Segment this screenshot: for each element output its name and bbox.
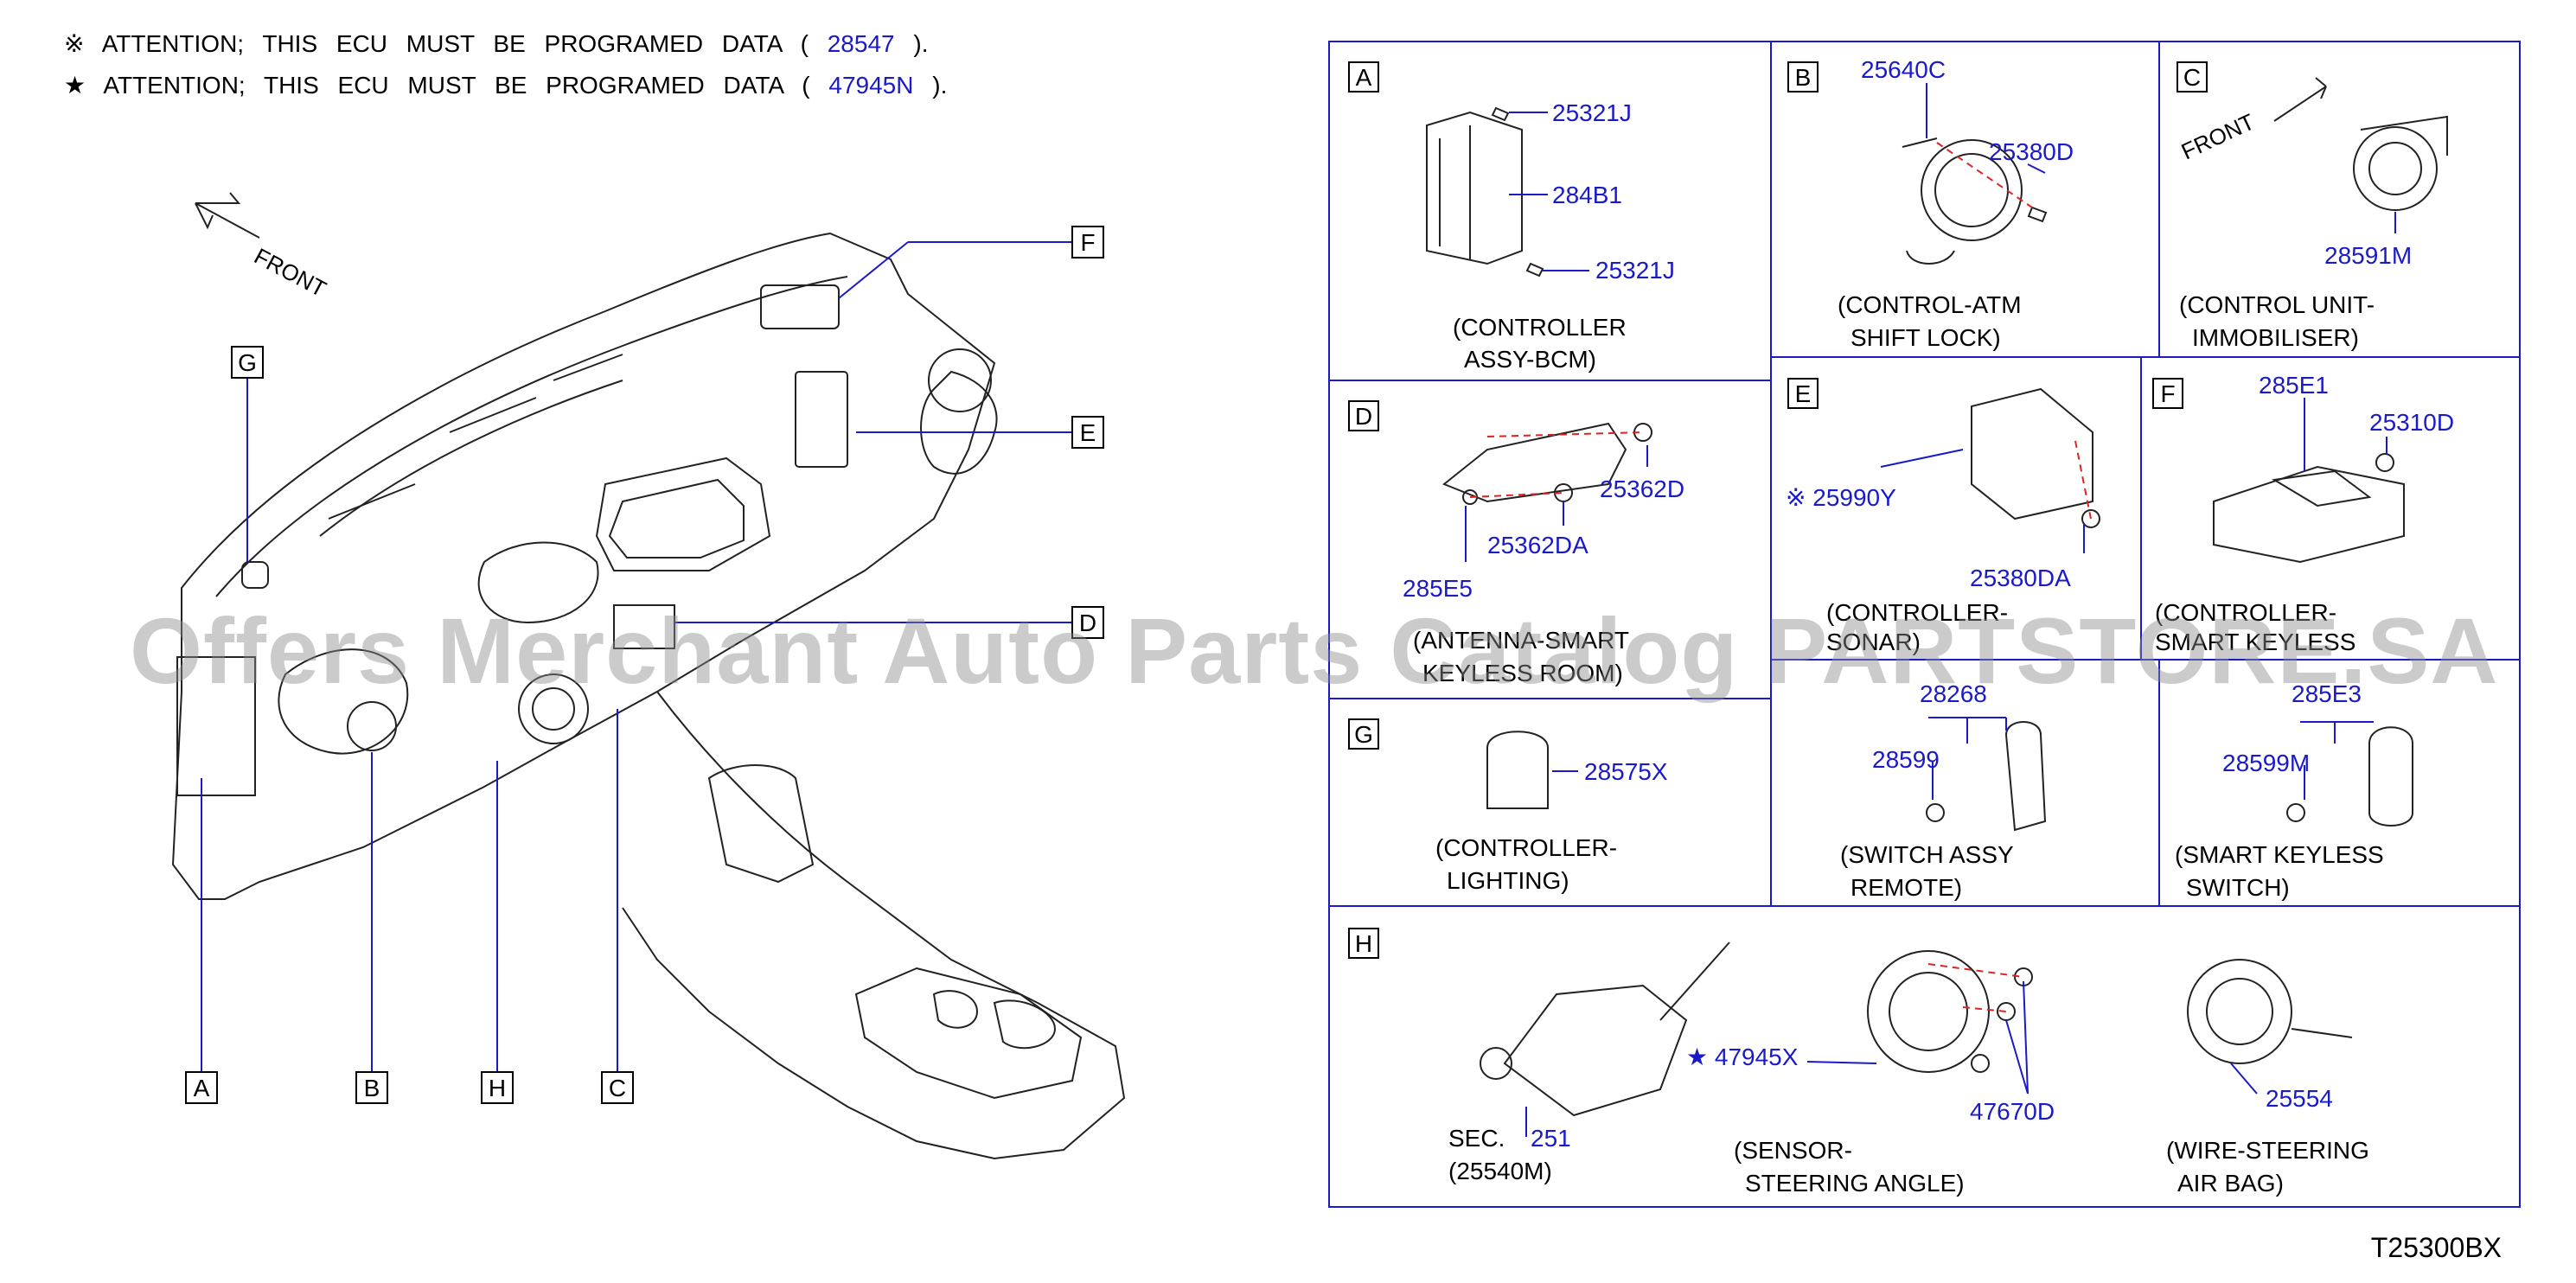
caption-g-1: (CONTROLLER-: [1435, 834, 1617, 861]
overview-leader-lines: [201, 241, 1072, 1072]
diagram-code: T25300BX: [2370, 1232, 2502, 1263]
caption-g2-2: REMOTE): [1851, 874, 1962, 901]
callout-g[interactable]: G: [238, 349, 257, 376]
part-c-1[interactable]: 28591M: [2324, 242, 2412, 269]
note-symbol-star: ★: [64, 72, 86, 99]
caption-a-1: (CONTROLLER: [1453, 314, 1627, 341]
panel-letters: [1348, 61, 2208, 959]
note-close: ).: [932, 72, 948, 99]
caption-c-1: (CONTROL UNIT-: [2179, 291, 2375, 318]
panel-grid: [1328, 41, 2521, 1208]
sec-number[interactable]: 251: [1531, 1125, 1571, 1152]
assembly-hint-lines: [1469, 142, 2092, 1012]
part-b-1[interactable]: 25640C: [1861, 56, 1946, 83]
part-b-2[interactable]: 25380D: [1989, 138, 2074, 165]
panel-g-letter: G: [1354, 721, 1373, 748]
note-close: ).: [913, 30, 929, 57]
part-d-3[interactable]: 285E5: [1403, 575, 1473, 602]
part-f-1[interactable]: 285E1: [2259, 372, 2329, 399]
watermark: Offers Merchant Auto Parts Catalog PARTS…: [130, 598, 2499, 703]
caption-e-2: SONAR): [1826, 629, 1921, 655]
caption-c-2: IMMOBILISER): [2192, 324, 2359, 351]
part-sketches: [1426, 77, 2448, 1117]
callout-e[interactable]: E: [1080, 419, 1096, 446]
panel-b-letter: B: [1795, 64, 1812, 91]
caption-b-2: SHIFT LOCK): [1851, 324, 2001, 351]
caption-h-sensor-1: (SENSOR-: [1734, 1137, 1852, 1164]
front-label: FRONT: [250, 243, 330, 303]
panel-f-letter: F: [2160, 380, 2175, 407]
callout-f[interactable]: F: [1080, 229, 1095, 256]
callout-h[interactable]: H: [489, 1075, 506, 1101]
part-h-2[interactable]: 47670D: [1970, 1098, 2055, 1125]
panel-h-letter: H: [1355, 930, 1372, 957]
part-f-2[interactable]: 25310D: [2369, 409, 2454, 436]
caption-e-1: (CONTROLLER-: [1826, 599, 2008, 626]
callout-c[interactable]: C: [609, 1075, 626, 1101]
caption-g-2: LIGHTING): [1447, 867, 1569, 894]
caption-g3-1: (SMART KEYLESS: [2175, 841, 2384, 868]
caption-h-wire-1: (WIRE-STEERING: [2166, 1137, 2369, 1164]
part-e-1[interactable]: ※ 25990Y: [1786, 484, 1896, 511]
note-part-number[interactable]: 28547: [827, 30, 895, 57]
attention-note-2: ★ ATTENTION; THIS ECU MUST BE PROGRAMED …: [64, 71, 947, 99]
panel-a-letter: A: [1356, 64, 1372, 91]
callout-a[interactable]: A: [194, 1075, 210, 1101]
part-d-2[interactable]: 25362DA: [1487, 532, 1588, 559]
part-g-1[interactable]: 28575X: [1584, 758, 1668, 785]
panel-leader-lines: [1465, 83, 2396, 1137]
caption-f-1: (CONTROLLER-: [2155, 599, 2336, 626]
caption-b-1: (CONTROL-ATM: [1838, 291, 2022, 318]
part-g3-2[interactable]: 28599M: [2222, 750, 2310, 776]
part-h-1[interactable]: ★ 47945X: [1686, 1044, 1799, 1070]
note-symbol-reference: ※: [64, 30, 85, 57]
part-a-1[interactable]: 25321J: [1552, 99, 1632, 126]
caption-h-sensor-2: STEERING ANGLE): [1745, 1170, 1965, 1197]
front-label-c: FRONT: [2177, 108, 2259, 164]
panel-c-letter: C: [2183, 64, 2201, 91]
callout-d[interactable]: D: [1079, 610, 1096, 636]
dashboard-overview: [171, 192, 1126, 1160]
caption-g2-1: (SWITCH ASSY: [1840, 841, 2014, 868]
part-g2-1[interactable]: 28268: [1920, 680, 1987, 707]
part-a-2[interactable]: 284B1: [1552, 182, 1622, 208]
panel-d-letter: D: [1355, 403, 1372, 430]
part-g2-2[interactable]: 28599: [1872, 746, 1940, 773]
caption-f-2: SMART KEYLESS: [2155, 629, 2355, 655]
caption-a-2: ASSY-BCM): [1464, 346, 1596, 373]
caption-h-wire-2: AIR BAG): [2177, 1170, 2284, 1197]
sec-label: SEC.: [1448, 1125, 1505, 1152]
part-a-3[interactable]: 25321J: [1595, 257, 1675, 284]
part-e-2[interactable]: 25380DA: [1970, 565, 2071, 591]
caption-d-1: (ANTENNA-SMART: [1413, 627, 1629, 654]
part-g3-1[interactable]: 285E3: [2292, 680, 2362, 707]
note-text: ATTENTION; THIS ECU MUST BE PROGRAMED DA…: [103, 72, 810, 99]
note-part-number[interactable]: 47945N: [828, 72, 914, 99]
caption-g3-2: SWITCH): [2186, 874, 2290, 901]
part-h-3[interactable]: 25554: [2266, 1085, 2333, 1112]
caption-d-2: KEYLESS ROOM): [1422, 660, 1623, 686]
panel-e-letter: E: [1795, 380, 1812, 407]
callout-b[interactable]: B: [364, 1075, 380, 1101]
sec-reference: (25540M): [1448, 1158, 1552, 1184]
note-text: ATTENTION; THIS ECU MUST BE PROGRAMED DA…: [101, 30, 809, 57]
part-d-1[interactable]: 25362D: [1600, 476, 1684, 502]
overview-callouts: [185, 226, 1104, 1104]
attention-note-1: ※ ATTENTION; THIS ECU MUST BE PROGRAMED …: [64, 29, 929, 58]
